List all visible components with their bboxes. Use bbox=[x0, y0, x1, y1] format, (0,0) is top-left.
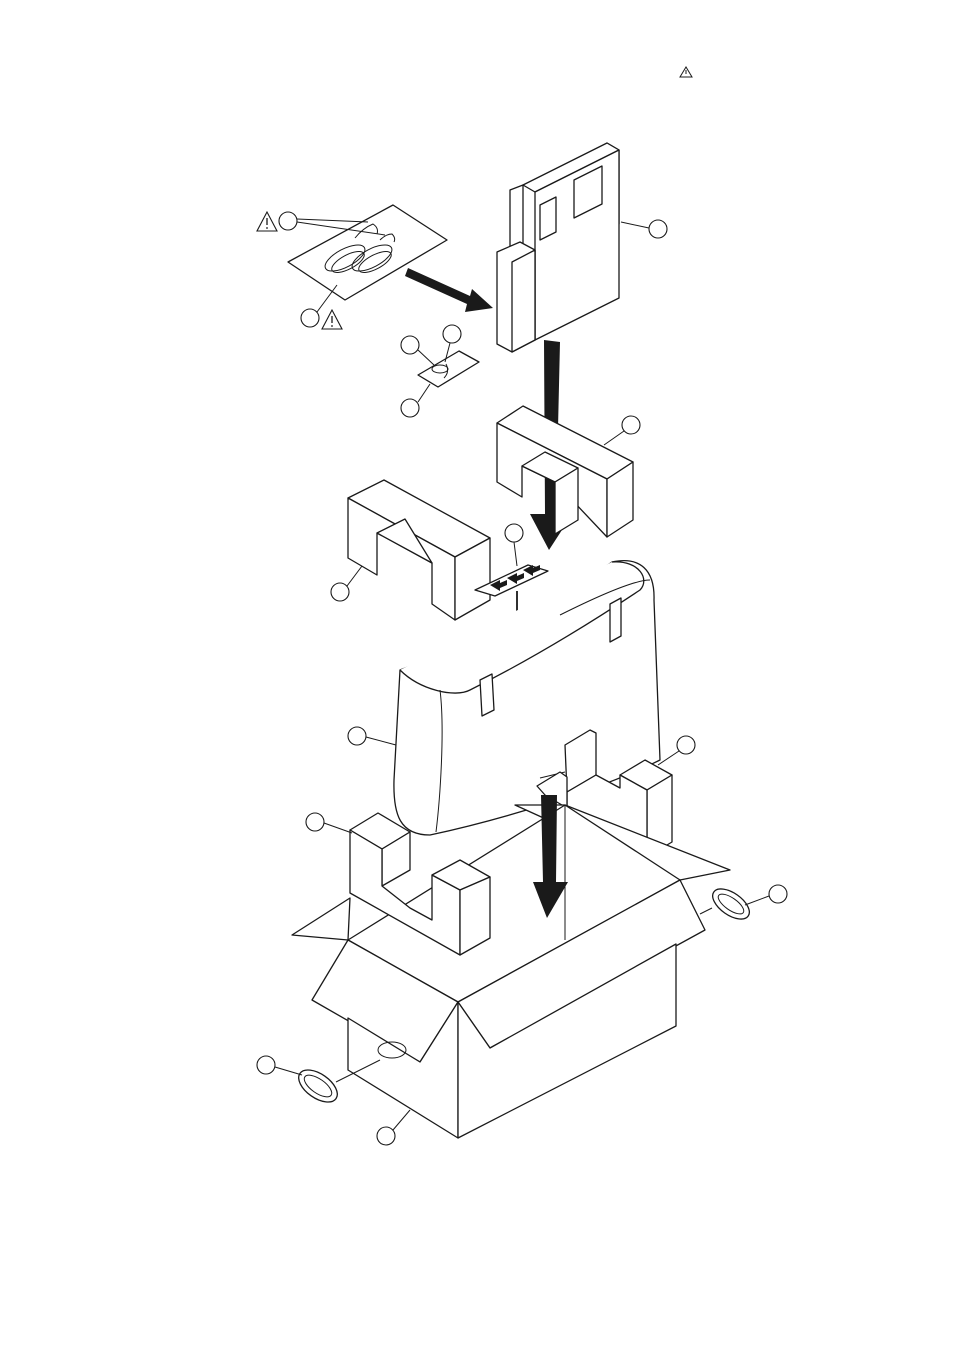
callout-handle-left bbox=[257, 1056, 302, 1075]
header-warning-icon bbox=[680, 67, 692, 77]
callout-top-tray bbox=[621, 220, 667, 238]
callout-front-cushion-upper bbox=[331, 566, 362, 601]
callout-protective-bag bbox=[348, 727, 396, 745]
front-cushion-upper bbox=[348, 480, 490, 620]
callout-small-part-left bbox=[401, 336, 434, 365]
callout-handle-right bbox=[745, 885, 787, 905]
top-tray bbox=[497, 143, 619, 352]
callout-small-part-bottom bbox=[401, 384, 430, 417]
small-parts-sheet bbox=[418, 351, 479, 387]
callout-front-cushion-lower bbox=[306, 813, 352, 833]
insert-arrow-bag bbox=[405, 268, 493, 312]
callout-carton bbox=[377, 1110, 410, 1145]
callout-label-sheet bbox=[505, 524, 523, 566]
callout-rear-cushion-lower bbox=[658, 736, 695, 765]
callout-rear-cushion-upper bbox=[604, 416, 640, 445]
rear-cushion-upper bbox=[497, 406, 633, 537]
